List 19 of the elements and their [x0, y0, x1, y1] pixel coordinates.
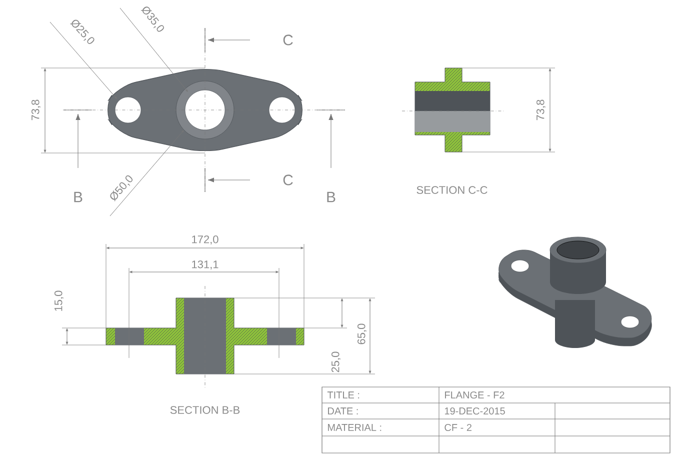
table-cell-text: FLANGE - F2 — [445, 391, 504, 399]
table-cell-text: TITLE : — [327, 392, 360, 398]
view-caption: SECTION C-C — [416, 186, 488, 194]
section-letter: C — [283, 174, 293, 186]
dimension-text: 172,0 — [192, 235, 218, 245]
dimension-text: 73,8 — [31, 100, 41, 120]
table-cell-text: CF - 2 — [444, 424, 472, 432]
table-cell-text: MATERIAL : — [328, 424, 382, 431]
table-cell-text: DATE : — [328, 408, 358, 414]
dimension-text: 15,0 — [54, 290, 64, 311]
section-letter: C — [283, 34, 293, 46]
table-cell-text: 19-DEC-2015 — [444, 407, 505, 415]
section-letter: B — [327, 192, 336, 202]
dimension-text: 25,0 — [331, 352, 341, 372]
dimension-text: 65,0 — [357, 324, 367, 344]
dimension-text: 73,8 — [536, 100, 546, 120]
dimension-text: 131,1 — [192, 260, 218, 270]
section-letter: B — [74, 192, 82, 202]
view-caption: SECTION B-B — [170, 406, 240, 414]
